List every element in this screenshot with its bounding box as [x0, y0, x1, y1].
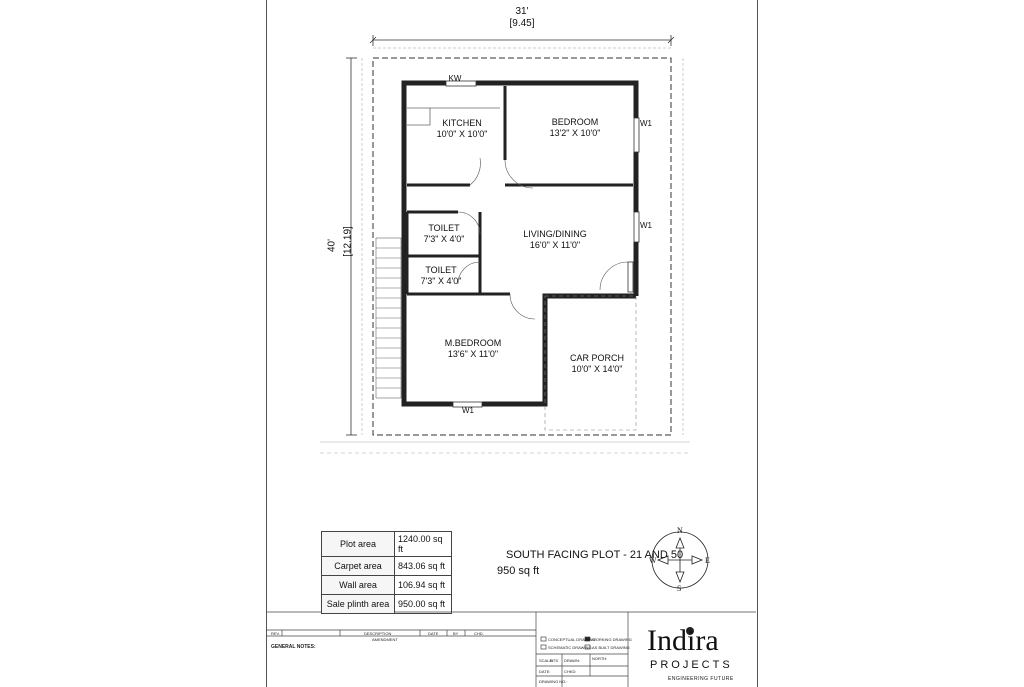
master-bedroom-size: 13'6" X 11'0"	[447, 349, 499, 359]
drawing-sheet	[266, 0, 758, 687]
area-label: Sale plinth area	[321, 594, 395, 614]
area-label: Carpet area	[321, 556, 395, 576]
tb-date2: DATE:	[539, 669, 551, 674]
side-dimension-meters: [12.19]	[342, 226, 354, 257]
windows	[445, 80, 640, 408]
tb-amendment: AMENDMENT	[372, 637, 398, 642]
plot-boundary	[372, 57, 672, 436]
toilet-2-label: TOILET 7'3" X 4'0"	[413, 265, 469, 287]
tb-rev: REV.	[271, 631, 280, 636]
tb-conceptual: CONCEPTUAL DRAWING	[548, 637, 596, 642]
compass-east: E	[705, 556, 710, 565]
kitchen-window-tag: KW	[448, 74, 462, 83]
tb-schematic: SCHEMATIC DRAWING	[548, 645, 592, 650]
car-porch-label: CAR PORCH 10'0" X 14'0"	[557, 353, 637, 375]
tb-date: DATE	[428, 631, 439, 636]
tb-working: WORKING DRAWING	[592, 637, 632, 642]
plot-area-note: 950 sq ft	[497, 565, 540, 577]
tb-drawing-no: DRAWING NO.:	[539, 679, 568, 684]
toilet-2-name: TOILET	[425, 265, 457, 275]
master-bedroom-window-tag: W1	[462, 406, 474, 415]
brand-tagline: ENGINEERING FUTURE	[668, 676, 734, 682]
area-value: 1240.00 sq ft	[394, 531, 452, 557]
bedroom-size: 13'2" X 10'0"	[549, 128, 601, 138]
tb-description: DESCRIPTION	[364, 631, 392, 636]
brand-logo: Indira	[647, 624, 719, 657]
top-dimension-feet: 31'	[515, 6, 529, 17]
top-dimension-meters: [9.45]	[509, 18, 535, 29]
tb-chkd: CHKD:	[564, 669, 577, 674]
car-porch-outline	[544, 295, 637, 431]
door-swings	[457, 157, 629, 320]
master-bedroom-label: M.BEDROOM 13'6" X 11'0"	[433, 338, 513, 360]
area-label: Wall area	[321, 575, 395, 595]
tb-by: BY	[453, 631, 459, 636]
tb-scale: SCALE:	[539, 658, 554, 663]
toilet-1-size: 7'3" X 4'0"	[423, 234, 465, 244]
area-label: Plot area	[321, 531, 395, 557]
area-value: 950.00 sq ft	[394, 594, 452, 614]
kitchen-label: KITCHEN 10'0" X 10'0"	[426, 118, 498, 140]
area-value: 843.06 sq ft	[394, 556, 452, 576]
master-bedroom-name: M.BEDROOM	[444, 338, 502, 348]
title-block	[266, 611, 756, 687]
toilet-1-name: TOILET	[428, 223, 460, 233]
tb-general-notes: GENERAL NOTES:	[271, 644, 316, 650]
toilet-1-label: TOILET 7'3" X 4'0"	[416, 223, 472, 245]
compass-west: W	[649, 556, 657, 565]
living-window-tag: W1	[640, 221, 652, 230]
kitchen-size: 10'0" X 10'0"	[436, 129, 488, 139]
tb-asbuilt: AS BUILT DRAWING	[592, 645, 630, 650]
compass-rose	[651, 531, 709, 589]
compass-north: N	[677, 526, 683, 535]
tb-north: NORTH:	[592, 656, 608, 661]
compass-south: S	[677, 584, 682, 593]
kitchen-name: KITCHEN	[442, 118, 482, 128]
car-porch-name: CAR PORCH	[569, 353, 624, 363]
living-dining-label: LIVING/DINING 16'0" X 11'0"	[510, 229, 600, 251]
staircase	[375, 237, 402, 399]
toilet-2-size: 7'3" X 4'0"	[420, 276, 462, 286]
bedroom-label: BEDROOM 13'2" X 10'0"	[535, 117, 615, 139]
car-porch-size: 10'0" X 14'0"	[571, 364, 623, 374]
tb-drawn: DRAWN:	[564, 658, 581, 663]
plot-title: SOUTH FACING PLOT - 21 AND 50	[506, 549, 684, 561]
tb-chd: CHD.	[474, 631, 484, 636]
bedroom-name: BEDROOM	[551, 117, 599, 127]
interior-walls	[405, 86, 633, 296]
living-dining-size: 16'0" X 11'0"	[529, 240, 581, 250]
bedroom-window-tag: W1	[640, 119, 652, 128]
tb-scale-value: NTS	[550, 658, 558, 663]
side-dimension-feet: 40'	[326, 238, 338, 253]
brand-subtitle: PROJECTS	[650, 659, 733, 671]
area-value: 106.94 sq ft	[394, 575, 452, 595]
living-dining-name: LIVING/DINING	[523, 229, 587, 239]
